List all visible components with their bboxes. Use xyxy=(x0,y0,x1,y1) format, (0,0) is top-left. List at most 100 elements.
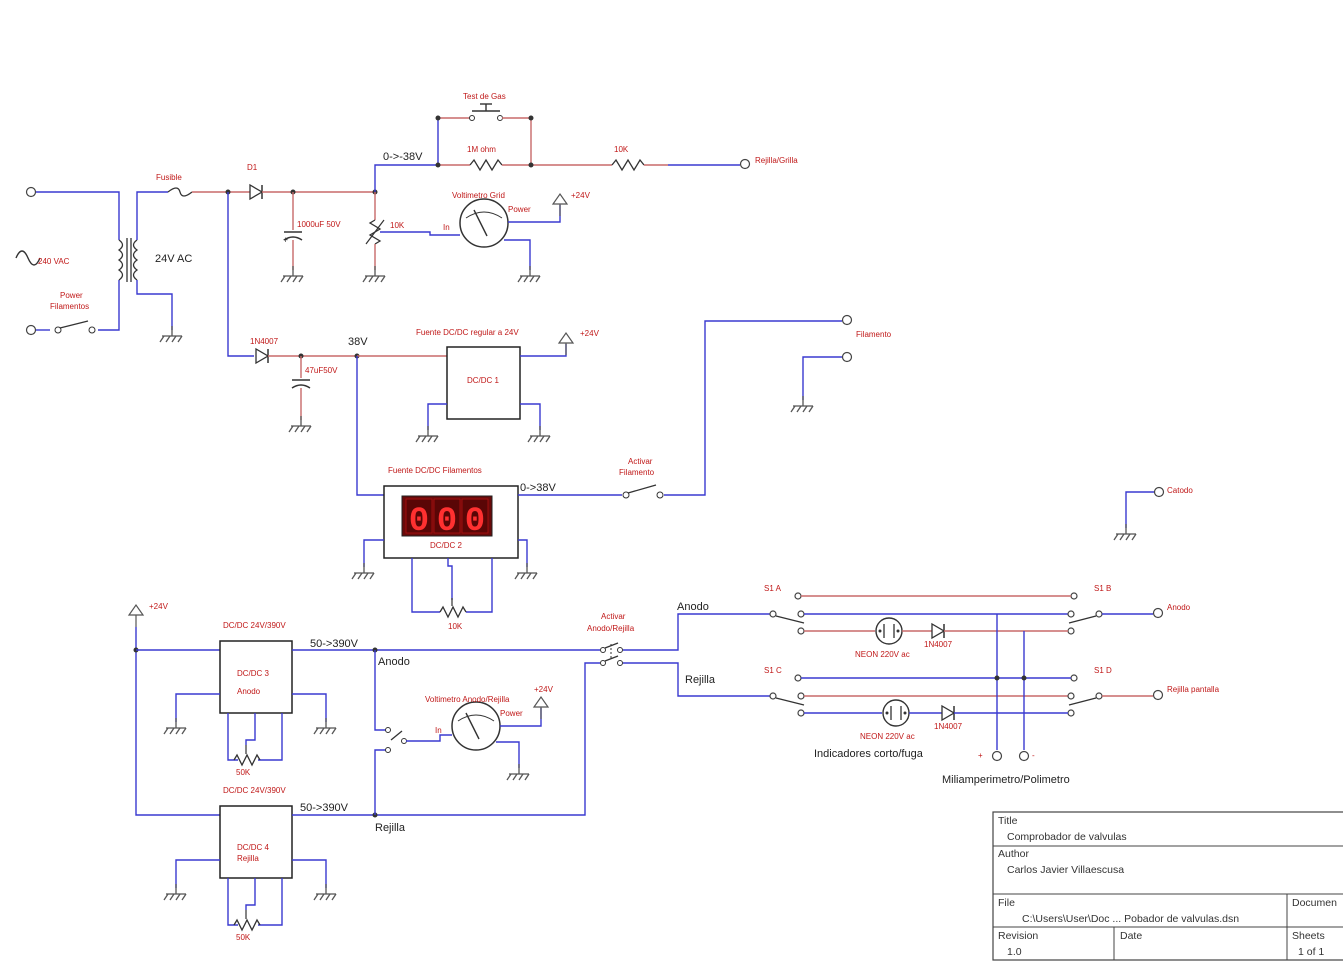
voltmeter-grid-icon xyxy=(459,198,509,248)
resistor-1m-label: 1M ohm xyxy=(467,145,496,154)
hv-anodo-label: Anodo xyxy=(378,656,410,668)
s1b-common xyxy=(1095,610,1103,618)
ac-input-terminal-1 xyxy=(25,186,37,198)
neon-lamp-1-label: NEON 220V ac xyxy=(855,650,910,659)
pot-50k-anode-label: 50K xyxy=(236,768,251,777)
meter-plus-terminal xyxy=(991,750,1003,762)
reg-supply-label: +24V xyxy=(580,329,600,338)
document-label: Documen xyxy=(1292,897,1337,909)
dcdc3-label: DC/DC 3 xyxy=(237,669,270,678)
cathode-label: Catodo xyxy=(1167,486,1193,495)
s1d-label: S1 D xyxy=(1094,666,1112,675)
capacitor-1000uf-icon: + xyxy=(283,231,303,245)
dcdc3-box xyxy=(219,640,293,714)
diode-d1-label: D1 xyxy=(247,163,258,172)
dcdc1-label: DC/DC 1 xyxy=(467,376,500,385)
activate-filament-switch[interactable] xyxy=(622,484,664,499)
meter-label: Miliamperimetro/Polimetro xyxy=(942,774,1070,786)
screen-grid-output-label: Rejilla pantalla xyxy=(1167,685,1220,694)
transformer-icon xyxy=(117,238,139,282)
s1c-common xyxy=(769,692,777,700)
hv-voltmeter-supply-label: +24V xyxy=(534,685,554,694)
capacitor-1000uf-label: 1000uF 50V xyxy=(297,220,341,229)
dcdc3-sub: Anodo xyxy=(237,687,261,696)
diode-1n4007-icon xyxy=(255,347,270,365)
dcdc1-title: Fuente DC/DC regular a 24V xyxy=(416,328,519,337)
test-gas-button[interactable] xyxy=(469,103,503,121)
title-block: Title Comprobador de valvulas Author Car… xyxy=(992,811,1343,961)
voltmeter-anode-grid-in: In xyxy=(435,726,442,735)
pot-50k-grid-icon xyxy=(233,910,261,932)
dcdc2-title: Fuente DC/DC Filamentos xyxy=(388,466,482,475)
s1a-lever[interactable] xyxy=(775,615,805,624)
author-value: Carlos Javier Villaescusa xyxy=(1007,864,1124,876)
s1a-common xyxy=(769,610,777,618)
anode-output-label: Anodo xyxy=(1167,603,1191,612)
s1c-label: S1 C xyxy=(764,666,782,675)
regulator-section: 1N4007 47uF50V 38V DC/DC 1 Fuente DC/DC … xyxy=(225,189,600,496)
hv-section: +24V DC/DC 3 Anodo DC/DC 24V/390V 50->39… xyxy=(128,601,770,942)
display-digit-2: 0 xyxy=(437,503,457,541)
filament-terminal-1 xyxy=(841,314,853,326)
meter-plus-label: + xyxy=(978,751,983,760)
dcdc1-box xyxy=(446,346,521,420)
filament-section: 0 0 0 DC/DC 2 Fuente DC/DC Filamentos 0-… xyxy=(351,314,1193,631)
file-value: C:\Users\User\Doc ... Pobador de valvula… xyxy=(1022,913,1239,925)
s1a-contact-top xyxy=(794,592,802,600)
display-digit-1: 0 xyxy=(409,503,429,541)
filament-output-label: Filamento xyxy=(856,330,892,339)
diode-1n4007-label: 1N4007 xyxy=(250,337,279,346)
voltmeter-grid-in-label: In xyxy=(443,223,450,232)
hv-range4-label: 50->390V xyxy=(300,802,349,814)
fuse-icon xyxy=(167,187,193,197)
hv-supply-label: +24V xyxy=(149,602,169,611)
activate-filament-label-1: Activar xyxy=(628,457,653,466)
ac-source-icon xyxy=(15,250,41,266)
filament-pot-label: 10K xyxy=(448,622,463,631)
hv-rejilla-label: Rejilla xyxy=(375,822,406,834)
date-label: Date xyxy=(1120,930,1142,942)
s1b-contact-top xyxy=(1070,592,1078,600)
dcdc4-sub: Rejilla xyxy=(237,854,259,863)
activate-filament-label-2: Filamento xyxy=(619,468,655,477)
pot-10k-label: 10K xyxy=(390,221,405,230)
dcdc4-label: DC/DC 4 xyxy=(237,843,270,852)
voltmeter-anode-grid-icon xyxy=(451,701,501,751)
indicators-label: Indicadores corto/fuga xyxy=(814,748,924,760)
neon-lamp-1-icon xyxy=(875,617,903,645)
s1d-common xyxy=(1095,692,1103,700)
cathode-terminal xyxy=(1153,486,1165,498)
dcdc4-title: DC/DC 24V/390V xyxy=(223,786,286,795)
grid-output-terminal xyxy=(739,158,751,170)
grid-range-label: 0->-38V xyxy=(383,151,423,163)
resistor-1m-icon xyxy=(469,158,503,172)
power-switch[interactable] xyxy=(54,320,96,334)
capacitor-47uf-label: 47uF50V xyxy=(305,366,338,375)
s1b-lever[interactable] xyxy=(1068,615,1097,624)
resistor-10k-out-label: 10K xyxy=(614,145,629,154)
dcdc2-label: DC/DC 2 xyxy=(430,541,463,550)
voltmeter-anode-grid-label: Voltimetro Anodo/Rejilla xyxy=(425,695,510,704)
s1d-lever[interactable] xyxy=(1068,697,1097,706)
diode-neon-1-label: 1N4007 xyxy=(924,640,953,649)
s1c-lever[interactable] xyxy=(775,697,805,706)
hv-range3-label: 50->390V xyxy=(310,638,359,650)
grid-section: + 1000uF 50V 0->-38V Test de Gas 1M ohm … xyxy=(280,92,798,283)
neon-lamp-2-label: NEON 220V ac xyxy=(860,732,915,741)
display-digit-3: 0 xyxy=(465,503,485,541)
author-label: Author xyxy=(998,848,1029,860)
dcdc4-box xyxy=(219,805,293,879)
voltmeter-selector-switch[interactable] xyxy=(385,727,407,753)
activate-anode-grid-switch[interactable] xyxy=(600,642,623,666)
filament-pot-icon xyxy=(439,598,467,619)
grid-output-label: Rejilla/Grilla xyxy=(755,156,798,165)
power-switch-label-1: Power xyxy=(60,291,83,300)
file-label: File xyxy=(998,897,1015,909)
activate-anode-grid-label-2: Anodo/Rejilla xyxy=(587,624,635,633)
ac-voltage-label: 240 VAC xyxy=(38,257,70,266)
title-value: Comprobador de valvulas xyxy=(1007,831,1127,843)
diode-d1-icon xyxy=(249,183,264,201)
revision-value: 1.0 xyxy=(1007,946,1022,958)
anodo-line-label: Anodo xyxy=(677,601,709,613)
